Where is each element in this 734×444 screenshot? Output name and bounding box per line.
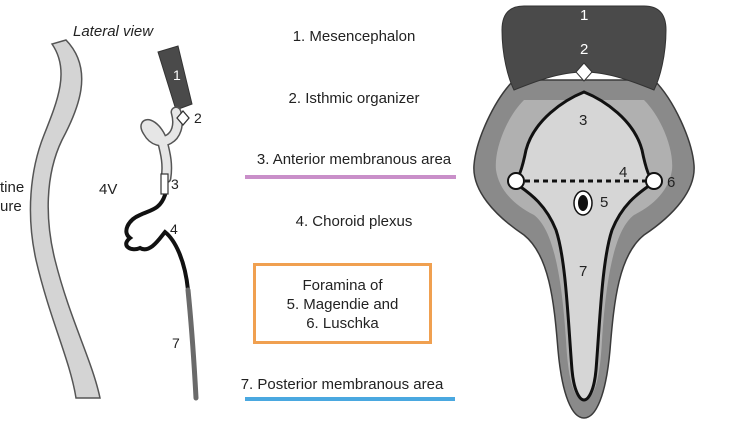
legend-item-posterior-membranous: 7. Posterior membranous area bbox=[240, 376, 444, 393]
lateral-number-1: 1 bbox=[173, 67, 181, 83]
lateral-anterior-segment bbox=[160, 173, 169, 195]
foramina-box: Foramina of 5. Magendie and 6. Luschka bbox=[253, 263, 432, 344]
dorsal-number-6: 6 bbox=[667, 174, 675, 191]
dorsal-number-1: 1 bbox=[580, 7, 588, 24]
lateral-view-diagram: Lateral view tine ure 4V 1 2 3 4 7 bbox=[0, 23, 202, 401]
lateral-mesencephalon bbox=[157, 45, 193, 111]
legend-item-isthmic-organizer: 2. Isthmic organizer bbox=[288, 90, 420, 107]
foramina-luschka: 6. Luschka bbox=[306, 315, 379, 332]
luschka-foramen-right bbox=[645, 172, 663, 190]
legend-item-choroid-plexus: 4. Choroid plexus bbox=[295, 213, 413, 230]
lateral-posterior-membranous bbox=[185, 287, 199, 401]
luschka-foramen-left bbox=[507, 172, 525, 190]
legend-item-anterior-membranous: 3. Anterior membranous area bbox=[256, 151, 452, 168]
pontine-partial-label-2: ure bbox=[0, 198, 22, 215]
dorsal-number-7: 7 bbox=[579, 263, 587, 280]
lateral-isthmic-diamond bbox=[176, 110, 190, 126]
lateral-number-2: 2 bbox=[194, 110, 202, 126]
lateral-number-7: 7 bbox=[172, 335, 180, 351]
lateral-number-4: 4 bbox=[170, 221, 178, 237]
pontine-partial-label-1: tine bbox=[0, 179, 24, 196]
lateral-number-3: 3 bbox=[171, 176, 179, 192]
foramina-title: Foramina of bbox=[302, 277, 383, 294]
dorsal-number-2: 2 bbox=[580, 41, 588, 58]
fourth-ventricle-label: 4V bbox=[99, 181, 117, 198]
dorsal-isthmic-diamond bbox=[575, 62, 593, 82]
posterior-membranous-underline bbox=[245, 397, 455, 401]
dorsal-number-5: 5 bbox=[600, 194, 608, 211]
pontine-flexure-band bbox=[29, 39, 101, 399]
lateral-choroid-plexus bbox=[124, 193, 190, 292]
dorsal-view-diagram: 1 2 3 4 5 6 7 bbox=[473, 5, 695, 419]
foramina-magendie: 5. Magendie and bbox=[286, 296, 399, 313]
anterior-membranous-underline bbox=[245, 175, 456, 179]
dorsal-number-4: 4 bbox=[619, 164, 627, 181]
dorsal-number-3: 3 bbox=[579, 112, 587, 129]
legend-item-mesencephalon: 1. Mesencephalon bbox=[292, 28, 416, 45]
lateral-title: Lateral view bbox=[73, 23, 154, 40]
